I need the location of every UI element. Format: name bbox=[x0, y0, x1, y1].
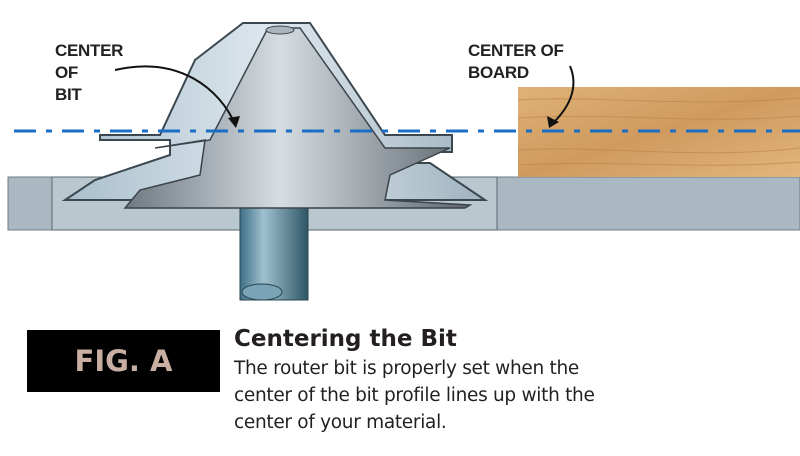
label-line: CENTER bbox=[55, 41, 124, 60]
center-of-bit-arrow bbox=[114, 65, 236, 125]
label-line: OF bbox=[55, 63, 79, 82]
center-of-board-arrow bbox=[551, 65, 575, 125]
arrowhead-icon bbox=[547, 116, 559, 128]
bit-body bbox=[123, 27, 473, 209]
label-center-of-board: CENTER OF BOARD bbox=[468, 40, 564, 84]
router-bit-illustration bbox=[7, 22, 800, 301]
bit-shank bbox=[239, 204, 309, 301]
caption-line: center of the bit profile lines up with … bbox=[234, 385, 595, 406]
figure-title: Centering the Bit bbox=[234, 326, 457, 352]
arrowhead-icon bbox=[228, 116, 240, 128]
label-center-of-bit: CENTER OF BIT bbox=[55, 40, 123, 106]
caption-line: The router bit is properly set when the bbox=[234, 358, 579, 379]
label-line: BIT bbox=[55, 85, 82, 104]
figure-tag-text: FIG. A bbox=[74, 344, 173, 378]
caption-line: center of your material. bbox=[234, 412, 447, 433]
figure-tag: FIG. A bbox=[27, 330, 220, 392]
label-line: CENTER OF bbox=[468, 41, 564, 60]
wood-grain bbox=[517, 97, 800, 166]
label-line: BOARD bbox=[468, 63, 529, 82]
